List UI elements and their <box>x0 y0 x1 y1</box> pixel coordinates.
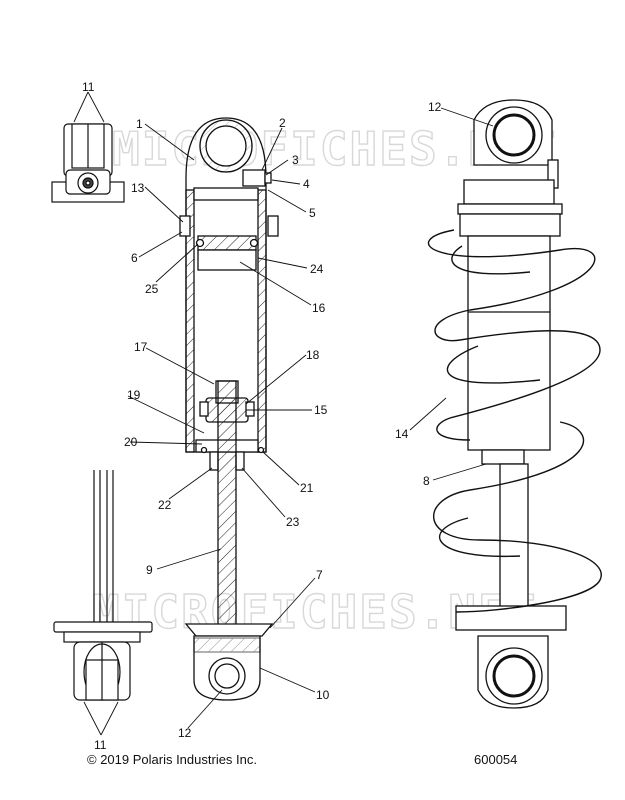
copyright-text: © 2019 Polaris Industries Inc. <box>87 752 257 767</box>
callout-11-top: 11 <box>82 80 95 94</box>
eye-detail-top <box>51 123 125 203</box>
callout-19: 19 <box>127 388 141 402</box>
callout-3: 3 <box>292 153 299 167</box>
callout-8: 8 <box>423 474 430 488</box>
callouts: 11 11 1 2 3 4 5 13 6 25 24 16 17 18 19 1… <box>82 80 442 752</box>
callout-13: 14 <box>395 427 409 441</box>
callout-4: 4 <box>303 177 310 191</box>
callout-5: 5 <box>309 206 316 220</box>
callout-10: 10 <box>316 688 330 702</box>
callout-9: 9 <box>146 563 153 577</box>
callout-16: 16 <box>312 301 326 315</box>
callout-14: 13 <box>131 181 145 195</box>
callout-18: 18 <box>306 348 320 362</box>
callout-6: 6 <box>131 251 138 265</box>
leader-lines <box>73 91 494 736</box>
callout-21: 21 <box>300 481 314 495</box>
callout-12-right: 12 <box>428 100 442 114</box>
callout-1: 1 <box>136 117 143 131</box>
callout-12-center: 12 <box>178 726 192 740</box>
callout-11-bottom: 11 <box>94 738 107 752</box>
callout-7: 7 <box>316 568 323 582</box>
eye-detail-bottom <box>53 470 153 701</box>
callout-25: 25 <box>145 282 159 296</box>
shock-assembled <box>455 99 567 709</box>
callout-2: 2 <box>279 116 286 130</box>
callout-24: 24 <box>310 262 324 276</box>
shock-cutaway <box>179 117 279 701</box>
callout-20: 20 <box>124 435 138 449</box>
callout-23: 23 <box>286 515 300 529</box>
spring <box>427 229 602 613</box>
part-number-text: 600054 <box>474 752 518 767</box>
callout-17: 17 <box>134 340 148 354</box>
callout-22: 22 <box>158 498 172 512</box>
callout-15: 15 <box>314 403 328 417</box>
